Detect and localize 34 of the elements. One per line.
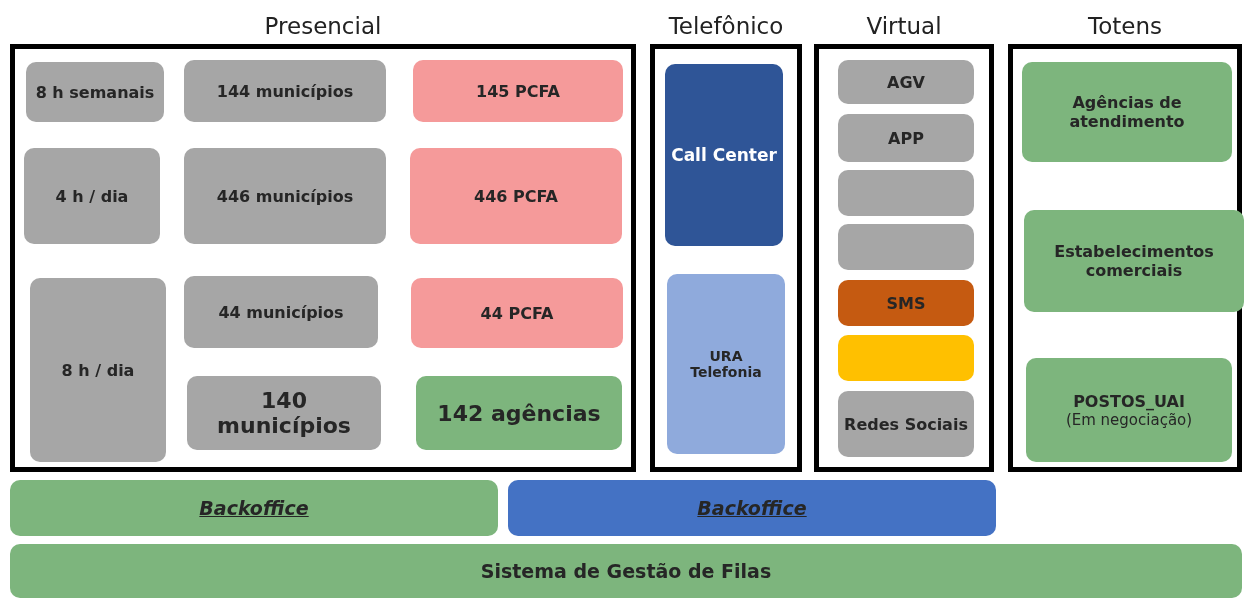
- group-title: Totens: [1087, 13, 1163, 39]
- rounded-box: SMS: [838, 280, 974, 326]
- box-label: POSTOS_UAI: [1072, 391, 1186, 411]
- box-label: Backoffice: [198, 497, 310, 519]
- rounded-box: 44 PCFA: [411, 278, 623, 348]
- rounded-box: APP: [838, 114, 974, 162]
- rounded-box: 446 municípios: [184, 148, 386, 244]
- blank-box: [838, 224, 974, 270]
- rounded-box: 144 municípios: [184, 60, 386, 122]
- group-title: Telefônico: [667, 13, 785, 39]
- blank-box: [838, 335, 974, 381]
- rounded-box: Sistema de Gestão de Filas: [10, 544, 1242, 598]
- rounded-box: 8 h / dia: [30, 278, 166, 462]
- rounded-box: 446 PCFA: [410, 148, 622, 244]
- box-label: Backoffice: [696, 497, 808, 519]
- rounded-box: AGV: [838, 60, 974, 104]
- group-title: Presencial: [263, 13, 383, 39]
- rounded-box: [1026, 358, 1232, 462]
- box-note: (Em negociação): [1064, 410, 1194, 429]
- rounded-box: 8 h semanais: [26, 62, 164, 122]
- rounded-box: Estabelecimentos comerciais: [1024, 210, 1244, 312]
- rounded-box: 4 h / dia: [24, 148, 160, 244]
- blank-box: [838, 170, 974, 216]
- rounded-box: Agências de atendimento: [1022, 62, 1232, 162]
- rounded-box: [10, 480, 498, 536]
- rounded-box: 44 municípios: [184, 276, 378, 348]
- rounded-box: 145 PCFA: [413, 60, 623, 122]
- rounded-box: [508, 480, 996, 536]
- rounded-box: Call Center: [665, 64, 783, 246]
- group-title: Virtual: [865, 13, 943, 39]
- rounded-box: 142 agências: [416, 376, 622, 450]
- rounded-box: 140 municípios: [187, 376, 381, 450]
- rounded-box: URA Telefonia: [667, 274, 785, 454]
- rounded-box: Redes Sociais: [838, 391, 974, 457]
